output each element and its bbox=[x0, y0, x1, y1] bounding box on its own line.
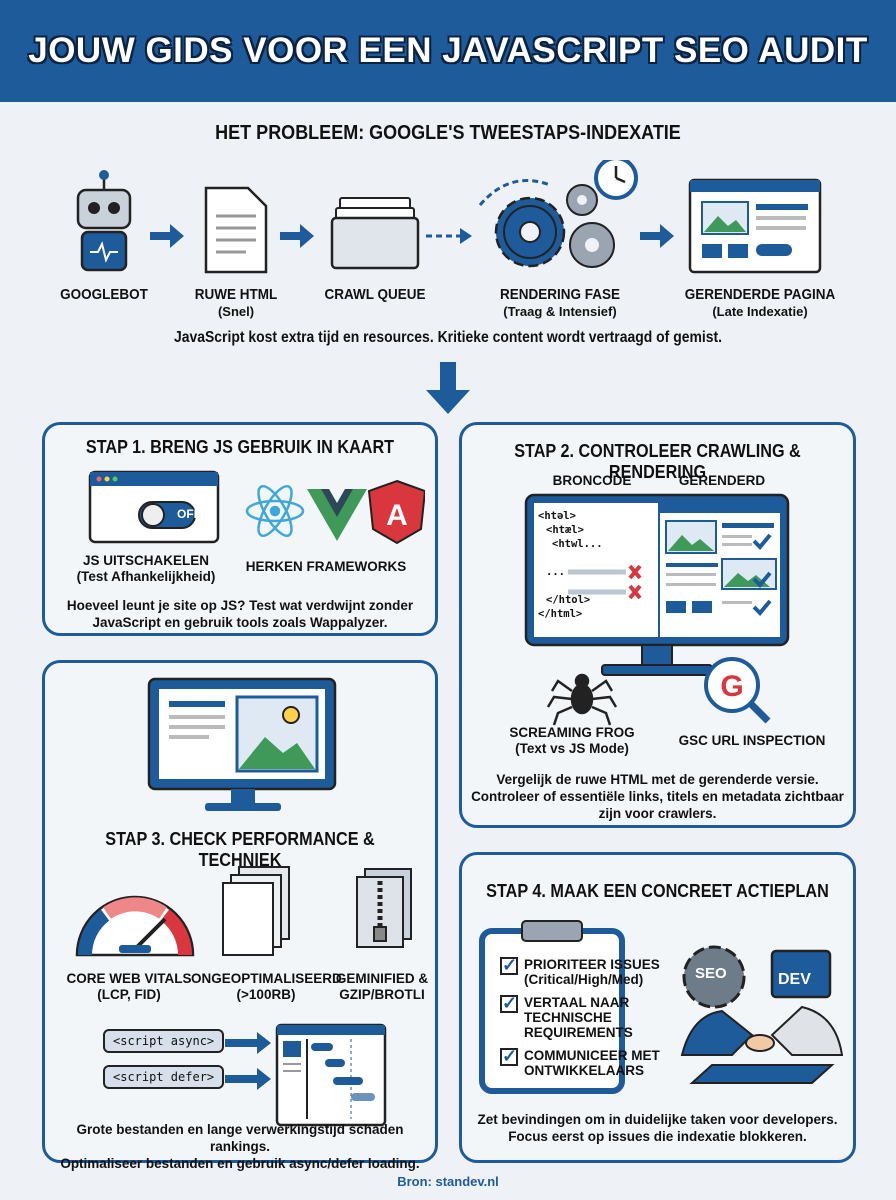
stap4-title: STAP 4. MAAK EEN CONCREET ACTIEPLAN bbox=[486, 881, 829, 901]
indexation-flow-diagram bbox=[76, 160, 822, 274]
svg-text:G: G bbox=[720, 670, 743, 703]
problem-title: HET PROBLEEM: GOOGLE'S TWEESTAPS-INDEXAT… bbox=[215, 122, 681, 144]
checkbox-checked-icon: ✓ bbox=[500, 993, 518, 1013]
stap4-description: Zet bevindingen om in duidelijke taken v… bbox=[477, 1112, 838, 1144]
check-icon bbox=[752, 533, 772, 616]
unoptimized-label: ONGEOPTIMALISEERD(>100RB) bbox=[191, 971, 342, 1002]
step-label: GERENDERDE PAGINA bbox=[684, 286, 836, 303]
dev-badge: DEV bbox=[778, 971, 811, 988]
screaming-frog-label: SCREAMING FROG(Text vs JS Mode) bbox=[509, 725, 635, 756]
step-label: RUWE HTML bbox=[194, 286, 278, 303]
broncode-label: BRONCODE bbox=[552, 473, 632, 488]
seo-dev-handshake-illustration bbox=[680, 945, 844, 1084]
stap4-card: STAP 4. MAAK EEN CONCREET ACTIEPLAN ✓PRI… bbox=[459, 852, 856, 1163]
queue-tray-icon bbox=[330, 197, 420, 270]
dashed-arrow-icon bbox=[426, 179, 551, 244]
arrow-icon bbox=[280, 224, 314, 248]
source-footer: Bron: standev.nl bbox=[397, 1174, 499, 1189]
stap2-card: STAP 2. CONTROLEER CRAWLING & RENDERING … bbox=[459, 422, 856, 828]
vue-logo-icon bbox=[307, 489, 367, 541]
cwv-label: CORE WEB VITALS(LCP, FID) bbox=[66, 971, 192, 1002]
frameworks-label: HERKEN FRAMEWORKS bbox=[245, 559, 407, 574]
step-sublabel: (Traag & Intensief) bbox=[503, 304, 617, 319]
google-magnifier-icon: G bbox=[704, 657, 771, 724]
stap3-title: STAP 3. CHECK PERFORMANCE & TECHNIEK bbox=[105, 829, 375, 870]
step-label: RENDERING FASE bbox=[499, 286, 621, 303]
files-stack-icon bbox=[222, 866, 290, 956]
step-label: CRAWL QUEUE bbox=[324, 286, 426, 303]
monitor-icon bbox=[147, 677, 337, 811]
stap3-description: Grote bestanden en lange verwerkingstijd… bbox=[60, 1122, 420, 1171]
stap1-title: STAP 1. BRENG JS GEBRUIK IN KAART bbox=[85, 437, 395, 457]
arrow-icon bbox=[225, 1032, 271, 1090]
gsc-label: GSC URL INSPECTION bbox=[678, 733, 826, 748]
rendered-page-icon bbox=[688, 178, 822, 274]
arrow-icon bbox=[640, 224, 674, 248]
zip-file-icon bbox=[356, 868, 412, 948]
stap1-card: STAP 1. BRENG JS GEBRUIK IN KAART A OFF … bbox=[42, 422, 438, 636]
checklist-item-prioritize: ✓PRIORITEER ISSUES(Critical/High/Med) bbox=[500, 955, 660, 987]
action-checklist: ✓PRIORITEER ISSUES(Critical/High/Med) ✓V… bbox=[500, 955, 660, 1086]
source-code-snippet: <htəl><htæl><htwl......</htol></html> bbox=[538, 510, 603, 620]
gears-icon bbox=[494, 184, 615, 268]
js-disable-label: JS UITSCHAKELEN(Test Afhankelijkheid) bbox=[76, 553, 216, 584]
html-document-icon bbox=[204, 186, 268, 274]
seo-badge: SEO bbox=[695, 965, 727, 982]
page-title: JOUW GIDS VOOR EEN JAVASCRIPT SEO AUDIT bbox=[28, 31, 868, 70]
stap1-description: Hoeveel leunt je site op JS? Test wat ve… bbox=[66, 598, 414, 630]
toggle-off-label: OFF bbox=[177, 507, 201, 521]
checkbox-checked-icon: ✓ bbox=[500, 955, 518, 975]
script-async-code: <script async> bbox=[103, 1029, 225, 1053]
stap3-card: STAP 3. CHECK PERFORMANCE & TECHNIEK COR… bbox=[42, 660, 438, 1171]
svg-text:A: A bbox=[386, 499, 408, 532]
minified-label: GEMINIFIED &GZIP/BROTLI bbox=[335, 971, 429, 1002]
problem-caption: JavaScript kost extra tijd en resources.… bbox=[173, 329, 723, 346]
robot-icon bbox=[76, 170, 132, 272]
speedometer-icon bbox=[75, 895, 195, 957]
browser-window-icon bbox=[88, 470, 220, 544]
header-banner: JOUW GIDS VOOR EEN JAVASCRIPT SEO AUDIT bbox=[0, 0, 896, 102]
step-sublabel: (Late Indexatie) bbox=[712, 304, 808, 319]
checkbox-checked-icon: ✓ bbox=[500, 1046, 518, 1066]
waterfall-chart-icon bbox=[275, 1023, 387, 1127]
gerenderd-label: GERENDERD bbox=[678, 473, 766, 488]
stap2-description: Vergelijk de ruwe HTML met de gerenderde… bbox=[471, 772, 844, 821]
spider-icon bbox=[546, 673, 618, 726]
monitor-comparison-icon bbox=[524, 493, 790, 676]
clock-icon bbox=[594, 160, 638, 200]
angular-logo-icon: A bbox=[367, 479, 425, 545]
script-defer-code: <script defer> bbox=[103, 1065, 225, 1089]
react-logo-icon bbox=[245, 484, 305, 538]
step-sublabel: (Snel) bbox=[217, 304, 255, 319]
arrow-icon bbox=[150, 224, 184, 248]
down-arrow-icon bbox=[426, 362, 470, 414]
step-label: GOOGLEBOT bbox=[60, 286, 148, 303]
stap2-title: STAP 2. CONTROLEER CRAWLING & RENDERING bbox=[514, 441, 801, 482]
